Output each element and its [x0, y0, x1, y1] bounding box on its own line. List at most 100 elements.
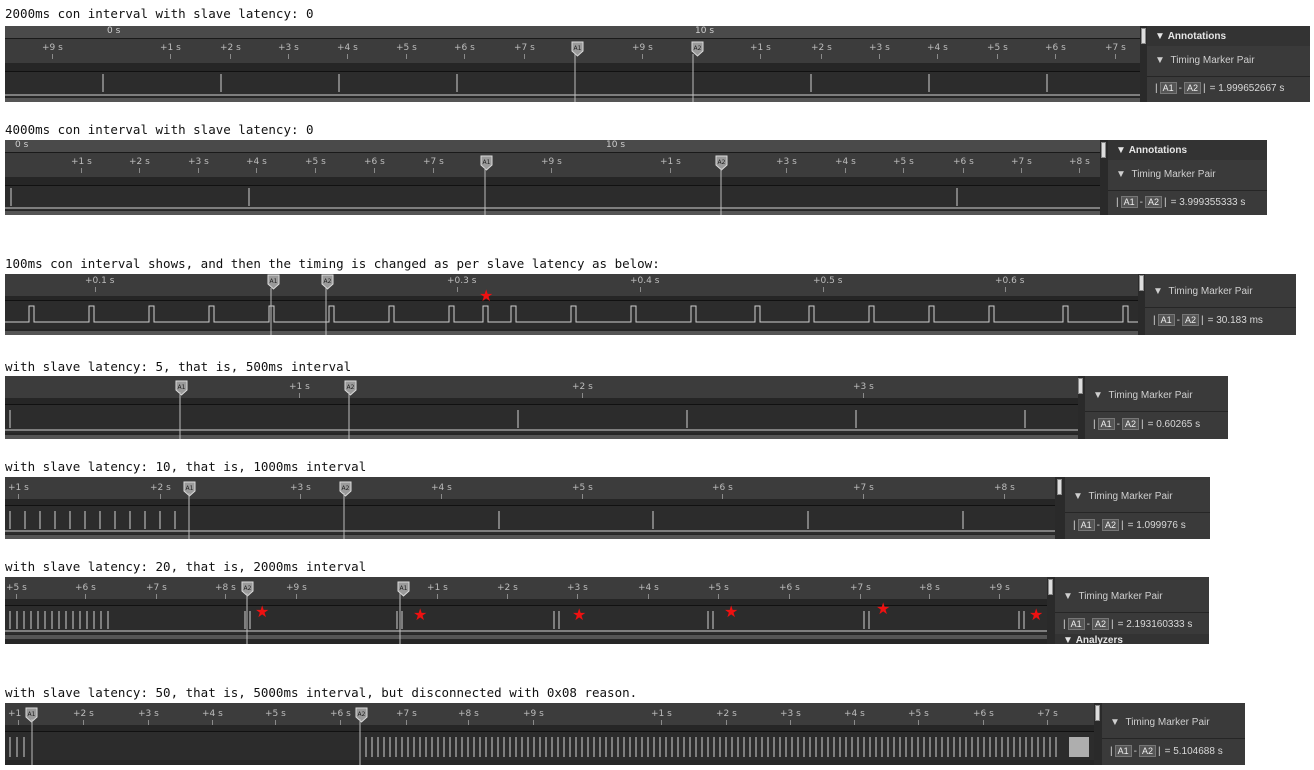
timing-marker-pair[interactable]: ▼ Timing Marker Pair — [1065, 483, 1210, 509]
timing-marker-a1[interactable]: A1 — [480, 155, 493, 171]
channel-6 — [5, 606, 1047, 634]
timing-marker-pair[interactable]: ▼ Timing Marker Pair — [1147, 47, 1310, 73]
ruler-label: +9 s — [632, 43, 653, 53]
ruler-tick — [433, 168, 434, 173]
annotations-panel-6: ▼ Timing Marker Pair | A1 - A2 | = 2.193… — [1055, 577, 1209, 644]
ruler-label: +1 — [8, 709, 22, 719]
timing-marker-pair[interactable]: ▼ Timing Marker Pair — [1145, 278, 1296, 304]
timing-marker-a2[interactable]: A2 — [715, 155, 728, 171]
panel-splitter[interactable] — [1141, 28, 1146, 44]
timing-marker-a2[interactable]: A2 — [691, 41, 704, 57]
timing-marker-a1[interactable]: A1 — [183, 481, 196, 497]
ruler-label: +5 s — [572, 483, 593, 493]
analyzers-header[interactable]: ▼ Analyzers — [1055, 634, 1209, 644]
screenshot-7: +1A1+2 s+3 s+4 s+5 s+6 sA2+7 s+8 s+9 s+1… — [5, 703, 1245, 765]
panel-header[interactable]: ▼ Annotations — [1147, 26, 1310, 46]
ruler-tick — [256, 168, 257, 173]
analyzers-label: Analyzers — [1075, 634, 1123, 645]
ruler-tick — [296, 594, 297, 599]
ruler-label: +3 s — [138, 709, 159, 719]
panel-splitter[interactable] — [1139, 275, 1144, 291]
timing-marker-pair[interactable]: ▼ Timing Marker Pair — [1102, 709, 1245, 735]
svg-text:A1: A1 — [270, 278, 278, 285]
timeline-7: +1A1+2 s+3 s+4 s+5 s+6 sA2+7 s+8 s+9 s+1… — [5, 703, 1094, 765]
ruler-label: +5 s — [265, 709, 286, 719]
timing-marker-a2[interactable]: A2 — [339, 481, 352, 497]
measurement-value: = 5.104688 s — [1164, 745, 1223, 757]
timing-marker-a2[interactable]: A2 — [344, 380, 357, 396]
ruler-tick — [551, 168, 552, 173]
a1-chip: A1 — [1159, 82, 1177, 94]
ruler-label: +5 s — [6, 583, 27, 593]
signal-5 — [5, 493, 1055, 539]
ruler-label: +5 s — [708, 583, 729, 593]
a2-chip: A2 — [1101, 519, 1119, 531]
ruler-tick — [863, 494, 864, 499]
annotations-panel-5: ▼ Timing Marker Pair | A1 - A2 | = 1.099… — [1065, 477, 1210, 539]
collapse-icon: ▼ — [1063, 634, 1076, 645]
ruler-tick — [999, 594, 1000, 599]
panel-divider — [1102, 738, 1245, 739]
panel-splitter[interactable] — [1048, 579, 1053, 595]
caption-4: with slave latency: 5, that is, 500ms in… — [5, 359, 351, 374]
ruler-tick — [823, 287, 824, 292]
measurement-value: = 30.183 ms — [1207, 314, 1263, 326]
timing-marker-pair[interactable]: ▼ Timing Marker Pair — [1055, 583, 1209, 609]
timing-marker-a2[interactable]: A2 — [241, 581, 254, 597]
panel-divider — [1085, 411, 1228, 412]
abs-label: 0 s — [107, 26, 121, 36]
ruler-tick — [212, 720, 213, 725]
a2-chip: A2 — [1138, 745, 1156, 757]
timing-marker-a2[interactable]: A2 — [321, 274, 334, 290]
ruler-tick — [963, 168, 964, 173]
ruler-label: +4 s — [927, 43, 948, 53]
measurement: | A1 - A2 | = 3.999355333 s — [1116, 196, 1246, 208]
svg-text:A2: A2 — [342, 485, 350, 492]
ruler-label: +9 s — [989, 583, 1010, 593]
ruler-tick — [85, 594, 86, 599]
ruler-label: +2 s — [73, 709, 94, 719]
timing-marker-a1[interactable]: A1 — [571, 41, 584, 57]
timing-marker-a1[interactable]: A1 — [25, 707, 38, 723]
ruler-label: +0.4 s — [630, 276, 660, 286]
ruler-tick — [1021, 168, 1022, 173]
ruler-tick — [786, 168, 787, 173]
ruler-tick — [577, 594, 578, 599]
measurement-value: = 1.099976 s — [1127, 519, 1186, 531]
measurement: | A1 - A2 | = 5.104688 s — [1110, 745, 1223, 757]
abs-label: 10 s — [695, 26, 715, 36]
panel-splitter[interactable] — [1095, 705, 1100, 721]
ruler-label: +6 s — [364, 157, 385, 167]
annotations-panel-2: ▼ Annotations ▼ Timing Marker Pair | A1 … — [1108, 140, 1267, 215]
panel-splitter[interactable] — [1057, 479, 1062, 495]
ruler-tick — [640, 287, 641, 292]
ruler-tick — [789, 594, 790, 599]
timing-marker-a1[interactable]: A1 — [397, 581, 410, 597]
panel-splitter[interactable] — [1101, 142, 1106, 158]
panel-splitter[interactable] — [1078, 378, 1083, 394]
timing-marker-pair[interactable]: ▼ Timing Marker Pair — [1085, 382, 1228, 408]
timing-marker-a1[interactable]: A1 — [267, 274, 280, 290]
ruler-tick — [1115, 54, 1116, 59]
ruler-tick — [582, 494, 583, 499]
ruler-tick — [18, 494, 19, 499]
ruler-label: +7 s — [514, 43, 535, 53]
ruler-label: +4 s — [246, 157, 267, 167]
timing-marker-pair[interactable]: ▼ Timing Marker Pair — [1108, 161, 1267, 187]
ruler-tick — [156, 594, 157, 599]
ruler-label: +2 s — [129, 157, 150, 167]
timing-marker-title: Timing Marker Pair — [1088, 490, 1173, 502]
ruler-tick — [406, 54, 407, 59]
timing-marker-a1[interactable]: A1 — [175, 380, 188, 396]
ruler-tick — [374, 168, 375, 173]
annotations-panel-3: ▼ Timing Marker Pair | A1 - A2 | = 30.18… — [1145, 274, 1296, 335]
channel-1 — [5, 72, 1140, 96]
ruler-tick — [1079, 168, 1080, 173]
separator — [5, 605, 1047, 606]
ruler-tick — [225, 594, 226, 599]
panel-header[interactable]: ▼ Annotations — [1108, 140, 1267, 160]
